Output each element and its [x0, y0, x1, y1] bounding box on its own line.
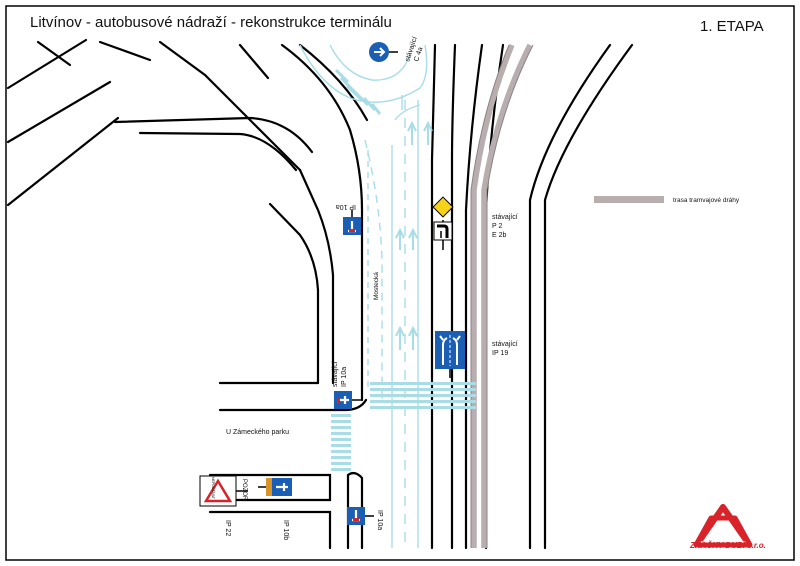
sign-ip10a-bottom: IP 10a: [347, 507, 383, 530]
road-markings: [299, 44, 428, 548]
pozor-small-label: NEPOUŽÍVAT: [211, 477, 216, 500]
priority-road-diamond-icon: [432, 196, 454, 218]
sign-ip10b-label: IP 10b: [282, 520, 289, 540]
sign-ip10a-left-line2: IP 10a: [341, 367, 348, 387]
legend-swatch-tram: [594, 196, 664, 203]
sign-pozor-ip22: POZOR NEPOUŽÍVAT IP 22: [199, 475, 248, 536]
hatched-island: [334, 68, 382, 115]
sign-p2-line2: P 2: [492, 223, 502, 230]
plan-title: Litvínov - autobusové nádraží - rekonstr…: [30, 14, 392, 31]
sign-ip19-line1: stávající: [492, 341, 518, 348]
company-logo: ZNAČKY DUBÍ s.r.o.: [689, 504, 766, 550]
sign-ip10b: IP 10b: [258, 478, 292, 540]
sheet-frame: [5, 5, 795, 561]
sign-ip19: stávající IP 19: [435, 331, 518, 378]
pedestrian-crossing-main: [370, 382, 476, 409]
street-label-u-zameckeho-parku: U Zámeckého parku: [226, 429, 289, 436]
pedestrian-crossing-side: [331, 414, 351, 471]
sign-ip22-label: IP 22: [224, 520, 231, 536]
sign-ip10a-left-line1: stávající: [332, 361, 339, 387]
tram-track-outline: [470, 44, 534, 548]
tram-track: [471, 43, 533, 548]
sign-p2-line1: stávající: [492, 214, 518, 221]
sign-p2-e2b: stávající P 2 E 2b: [432, 196, 518, 250]
sign-ip10a-corner: stávající IP 10a: [332, 361, 362, 409]
sign-ip19-line2: IP 19: [492, 350, 508, 357]
lane-arrows: [395, 120, 433, 350]
street-label-mostecka: Mostecká: [373, 272, 380, 300]
sign-ip10a-upper: IP 10a: [336, 203, 361, 235]
warning-triangle-icon: [203, 478, 233, 503]
logo-text: ZNAČKY DUBÍ s.r.o.: [689, 541, 766, 550]
sign-ip10a-bottom-label: IP 10a: [376, 510, 383, 530]
sign-c4a-line2: C 4a: [413, 46, 424, 62]
phase-label: 1. ETAPA: [700, 18, 764, 35]
legend-label-tram: trasa tramvajové dráhy: [673, 197, 740, 204]
pozor-label: POZOR: [241, 479, 247, 501]
sign-ip10a-top-label: IP 10a: [336, 203, 356, 210]
sign-p2-line3: E 2b: [492, 232, 507, 239]
